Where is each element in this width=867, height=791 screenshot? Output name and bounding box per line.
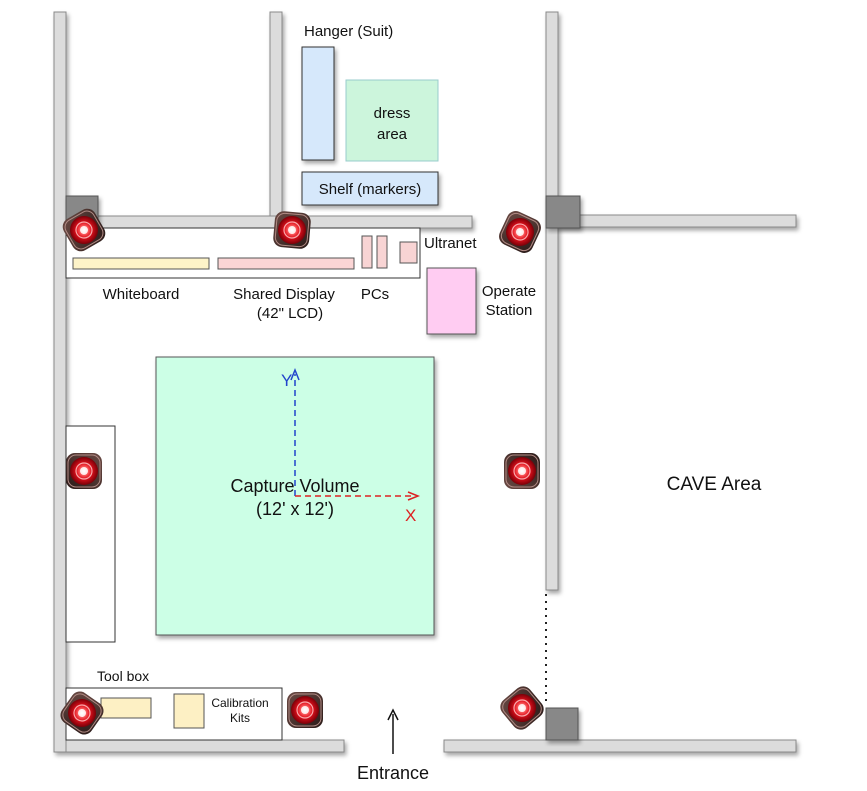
camera-right-middle-icon xyxy=(503,452,541,490)
operate-station-label-line1: Operate xyxy=(482,283,536,300)
entrance-arrow-icon xyxy=(387,708,399,721)
ultranet-label: Ultranet xyxy=(424,235,477,252)
wall-left xyxy=(53,11,67,753)
wall-right-vertical xyxy=(545,11,559,591)
pcs-label: PCs xyxy=(361,286,389,303)
shelf-label: Shelf (markers) xyxy=(319,181,422,198)
dress-area-label-line2: area xyxy=(377,126,408,143)
capture-volume-label-line2: (12' x 12') xyxy=(256,499,334,519)
equipment-counter xyxy=(65,227,421,279)
hanger-rack xyxy=(301,46,335,161)
camera-top-middle-icon xyxy=(271,209,313,251)
wall-bottom-left xyxy=(65,739,345,753)
whiteboard-label: Whiteboard xyxy=(103,286,180,303)
dress-area xyxy=(345,79,439,162)
y-axis-arrow-icon xyxy=(290,367,300,381)
shelf-markers xyxy=(301,171,439,206)
x-axis-label: X xyxy=(405,506,416,525)
tool-box-label: Tool box xyxy=(97,668,149,684)
wall-bottom-right xyxy=(443,739,797,753)
shared-display xyxy=(217,257,355,270)
ultranet-box xyxy=(399,241,418,264)
camera-bottom-right-icon xyxy=(496,682,548,734)
tool-box xyxy=(100,697,152,719)
entrance-label: Entrance xyxy=(357,763,429,783)
dress-area-label-line1: dress xyxy=(374,105,411,122)
junction-top-right xyxy=(545,195,581,229)
y-axis-label: Y xyxy=(281,371,292,390)
operate-station xyxy=(426,267,477,335)
camera-top-right-icon xyxy=(495,207,545,257)
operate-station-label-line2: Station xyxy=(486,302,533,319)
camera-left-middle-icon xyxy=(65,452,103,490)
capture-volume-label-line1: Capture Volume xyxy=(230,476,359,496)
x-axis-arrow-icon xyxy=(407,491,421,501)
calibration-kits-label-line2: Kits xyxy=(230,711,250,725)
shared-display-label-line2: (42" LCD) xyxy=(257,305,323,322)
hanger-label: Hanger (Suit) xyxy=(304,23,393,40)
pc-2 xyxy=(376,235,388,269)
whiteboard xyxy=(72,257,210,270)
wall-top-horizontal xyxy=(65,215,473,229)
calibration-kits-label-line1: Calibration xyxy=(211,696,268,710)
camera-bottom-middle-icon xyxy=(286,691,324,729)
calibration-kits xyxy=(173,693,205,729)
walls xyxy=(53,11,797,753)
junction-bottom-right xyxy=(545,707,579,741)
wall-top-left-vertical xyxy=(269,11,283,219)
wall-right-horizontal xyxy=(557,214,797,228)
cave-area-label: CAVE Area xyxy=(667,474,762,495)
pc-1 xyxy=(361,235,373,269)
shared-display-label-line1: Shared Display xyxy=(233,286,335,303)
